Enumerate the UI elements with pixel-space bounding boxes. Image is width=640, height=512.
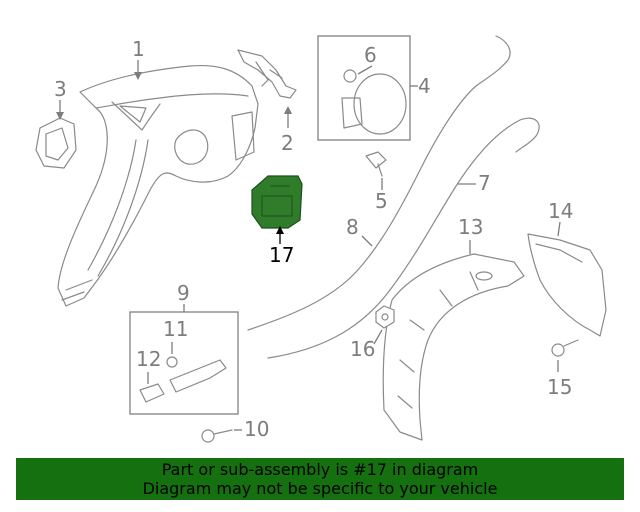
callout-17: 17 xyxy=(269,243,294,267)
callout-8: 8 xyxy=(346,215,359,239)
highlight-part-17 xyxy=(251,175,303,229)
arrowhead-3 xyxy=(56,112,64,120)
part-quarter-panel xyxy=(57,64,259,307)
callout-1: 1 xyxy=(132,37,145,61)
part-screw-10 xyxy=(201,429,233,443)
group-box-4 xyxy=(317,35,411,141)
part-wheel-liner xyxy=(382,253,525,441)
part-bolt-5 xyxy=(365,151,387,177)
part-fuel-filler-door xyxy=(341,69,407,135)
callout-4: 4 xyxy=(418,74,431,98)
part-screw-15 xyxy=(551,339,579,357)
footer-banner: Part or sub-assembly is #17 in diagram D… xyxy=(16,458,624,500)
part-latch-assembly xyxy=(139,356,227,403)
part-fuel-door-housing xyxy=(35,117,77,169)
callout-9: 9 xyxy=(177,281,190,305)
leader-8 xyxy=(361,235,373,247)
footer-line-1: Part or sub-assembly is #17 in diagram xyxy=(161,460,479,479)
callout-5: 5 xyxy=(375,189,388,213)
arrowhead-17 xyxy=(276,226,284,234)
part-splash-guard xyxy=(527,233,607,337)
callout-2: 2 xyxy=(281,131,294,155)
callout-7: 7 xyxy=(478,171,491,195)
callout-3: 3 xyxy=(54,77,67,101)
leader-14 xyxy=(557,221,561,237)
part-17-module xyxy=(251,175,303,229)
leader-16 xyxy=(373,329,383,345)
callout-11: 11 xyxy=(163,317,188,341)
part-bracket xyxy=(237,49,297,99)
leader-6 xyxy=(357,65,373,75)
part-cable-8 xyxy=(247,35,511,331)
callout-15: 15 xyxy=(547,375,572,399)
callout-16: 16 xyxy=(350,337,375,361)
callout-12: 12 xyxy=(136,347,161,371)
callout-14: 14 xyxy=(548,199,573,223)
part-nut-16 xyxy=(375,305,395,329)
arrowhead-1 xyxy=(134,72,142,80)
arrowhead-2 xyxy=(284,106,292,114)
part-cable-7 xyxy=(267,117,540,359)
callout-13: 13 xyxy=(458,215,483,239)
callout-10: 10 xyxy=(244,417,269,441)
callout-6: 6 xyxy=(364,43,377,67)
footer-line-2: Diagram may not be specific to your vehi… xyxy=(142,479,498,498)
